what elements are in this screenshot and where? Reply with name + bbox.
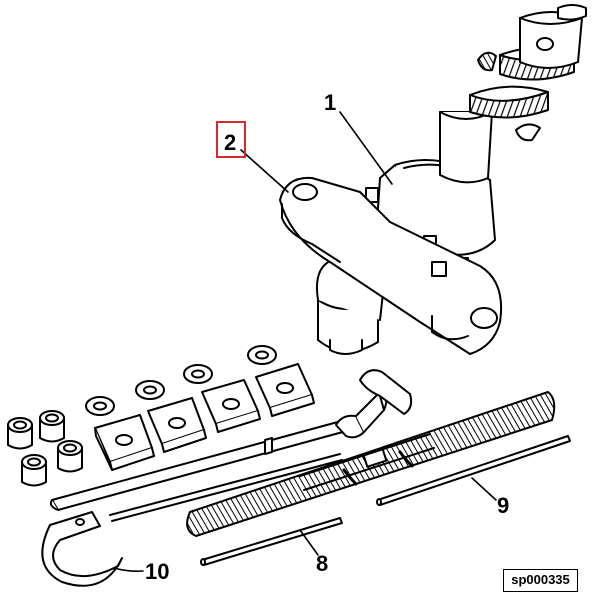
callout-label-2: 2 [224, 130, 237, 155]
t-handle-puller [49, 369, 413, 522]
spacer-bushings [7, 410, 83, 487]
callout-label-10: 10 [145, 559, 170, 584]
leader-lines [113, 111, 497, 572]
mounting-bracket-part-2 [279, 176, 503, 355]
pin-part-8 [200, 517, 343, 566]
figure-reference-code: sp000335 [503, 569, 578, 592]
callout-2-highlight-box [216, 121, 246, 158]
flat-washers [85, 345, 277, 416]
square-adapter-plates [94, 363, 315, 471]
hook-part-10 [41, 511, 123, 587]
thin-rod-part-9 [376, 435, 571, 506]
callout-label-1: 1 [324, 90, 337, 115]
knurled-sleeve-part-9 [186, 391, 556, 537]
callout-label-8: 8 [316, 551, 329, 576]
callout-label-9: 9 [497, 493, 510, 518]
